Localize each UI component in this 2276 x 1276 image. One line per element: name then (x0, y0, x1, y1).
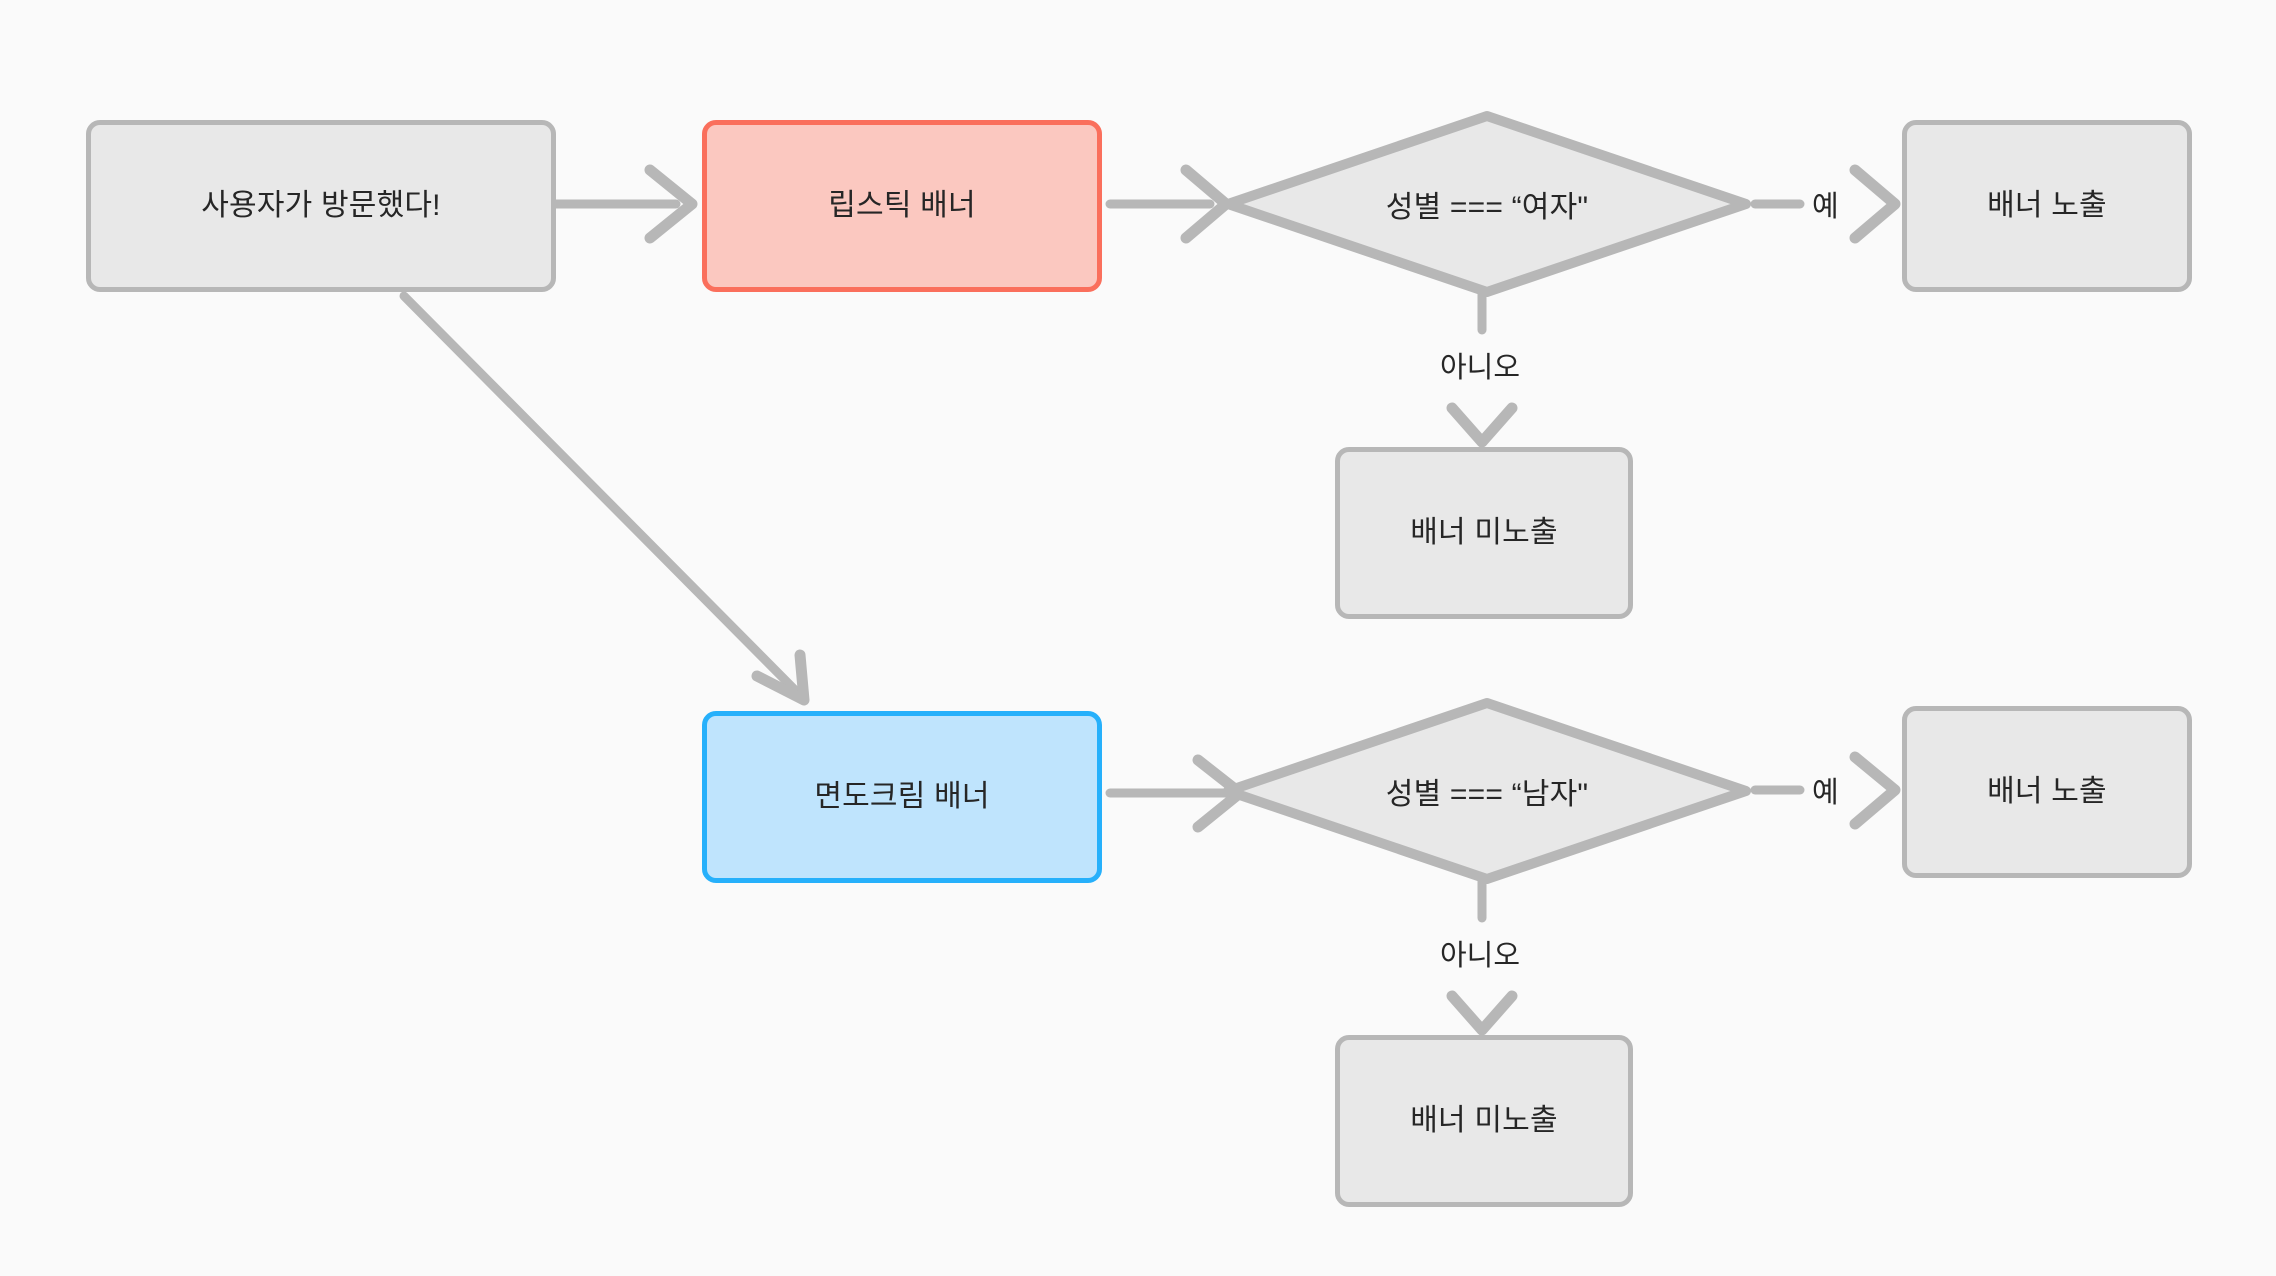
edge-visit-to-lipstick (551, 164, 698, 244)
node-label: 사용자가 방문했다! (201, 188, 441, 222)
edge-label-yes-male: 예 (1812, 777, 1839, 809)
decision-label: 성별 === “여자" (1385, 191, 1589, 224)
node-banner-shown-female[interactable]: 배너 노출 (1902, 120, 2192, 292)
decision-gender-male[interactable]: 성별 === “남자" (1222, 697, 1752, 885)
decision-label: 성별 === “남자" (1385, 778, 1589, 811)
decision-gender-female[interactable]: 성별 === “여자" (1222, 110, 1752, 298)
edge-visit-to-shavecream (399, 291, 810, 706)
diamond-shape (1223, 698, 1751, 884)
node-lipstick-banner[interactable]: 립스틱 배너 (702, 120, 1102, 292)
node-shaving-cream-banner[interactable]: 면도크림 배너 (702, 711, 1102, 883)
node-label: 배너 미노출 (1410, 515, 1558, 549)
node-banner-shown-male[interactable]: 배너 노출 (1902, 706, 2192, 878)
edge-label-yes-female: 예 (1812, 191, 1839, 223)
diamond-shape (1223, 111, 1751, 297)
node-user-visited[interactable]: 사용자가 방문했다! (86, 120, 556, 292)
node-banner-hidden-male[interactable]: 배너 미노출 (1335, 1035, 1633, 1207)
edge-label-no-female: 아니오 (1440, 352, 1521, 384)
edge-shavecream-to-cond-male (1105, 754, 1246, 833)
edge-lipstick-to-cond-female (1105, 164, 1232, 244)
node-label: 면도크림 배너 (814, 779, 990, 813)
node-banner-hidden-female[interactable]: 배너 미노출 (1335, 447, 1633, 619)
edge-label-no-male: 아니오 (1440, 940, 1521, 972)
node-label: 배너 미노출 (1410, 1103, 1558, 1137)
node-label: 배너 노출 (1987, 774, 2107, 808)
node-label: 배너 노출 (1987, 188, 2107, 222)
node-label: 립스틱 배너 (828, 188, 976, 222)
